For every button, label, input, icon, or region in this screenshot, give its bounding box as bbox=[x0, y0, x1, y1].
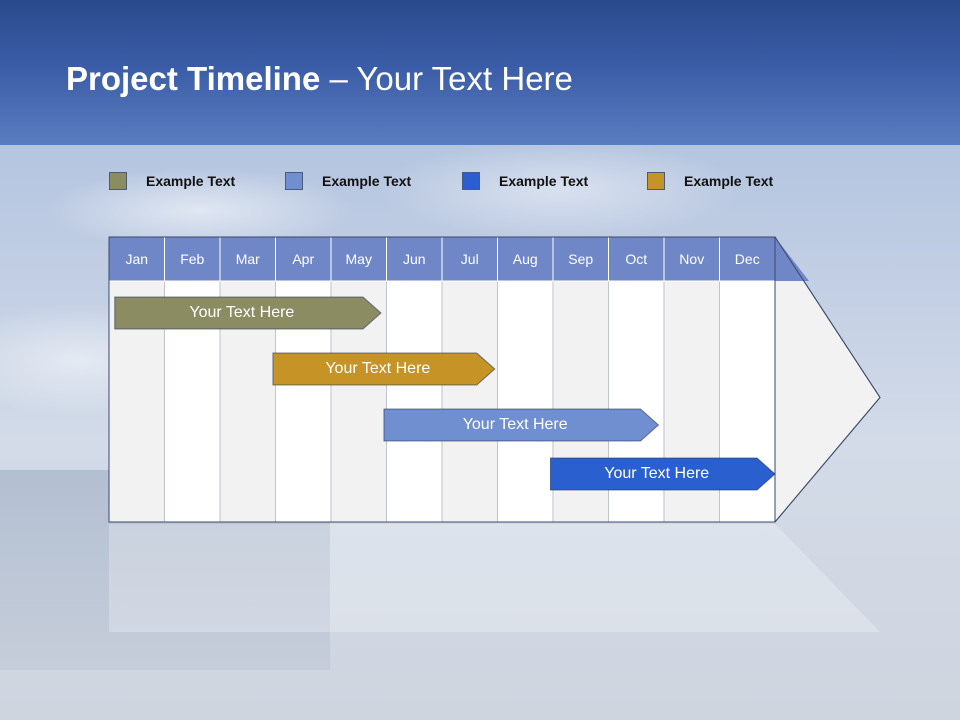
month-header-cell-mar bbox=[219, 236, 276, 282]
month-header-cell-dec bbox=[719, 236, 776, 282]
page-title: Project Timeline – Your Text Here bbox=[66, 60, 573, 98]
timeline-arrow-outline bbox=[774, 236, 881, 523]
legend-label-3: Example Text bbox=[499, 173, 589, 189]
task-bar-label-3: Your Text Here bbox=[462, 416, 568, 433]
legend-item-3: Example Text bbox=[462, 170, 588, 192]
month-label-jul: Jul bbox=[460, 251, 479, 267]
month-label-oct: Oct bbox=[625, 251, 648, 267]
task-bar-4 bbox=[549, 457, 776, 491]
task-bar-label-4: Your Text Here bbox=[604, 465, 710, 482]
legend-item-2: Example Text bbox=[285, 170, 411, 192]
month-label-feb: Feb bbox=[180, 251, 205, 267]
month-label-aug: Aug bbox=[512, 251, 538, 267]
month-column-jun bbox=[386, 280, 443, 523]
legend-item-4: Example Text bbox=[647, 170, 773, 192]
month-label-apr: Apr bbox=[292, 251, 315, 267]
month-label-jan: Jan bbox=[125, 251, 149, 267]
legend-label-2: Example Text bbox=[322, 173, 412, 189]
month-header-cell-jul bbox=[441, 236, 498, 282]
task-bar-3 bbox=[383, 408, 660, 442]
legend-label-1: Example Text bbox=[146, 173, 236, 189]
timeline-frame bbox=[108, 236, 776, 523]
month-header-cell-feb bbox=[164, 236, 221, 282]
legend-label-4: Example Text bbox=[684, 173, 774, 189]
legend-swatch-3 bbox=[462, 172, 480, 190]
legend-swatch-2 bbox=[285, 172, 303, 190]
page-title-rest: – Your Text Here bbox=[320, 60, 573, 97]
month-label-jun: Jun bbox=[402, 251, 426, 267]
task-bar-label-2: Your Text Here bbox=[325, 360, 431, 377]
month-label-nov: Nov bbox=[679, 251, 705, 267]
month-header-cell-nov bbox=[663, 236, 720, 282]
header-strip-tip bbox=[775, 237, 809, 281]
page-title-bold: Project Timeline bbox=[66, 60, 321, 97]
title-banner bbox=[0, 0, 960, 145]
legend-swatch-4 bbox=[647, 172, 665, 190]
month-header-cell-aug bbox=[497, 236, 554, 282]
legend-swatch-1 bbox=[109, 172, 127, 190]
month-label-may: May bbox=[345, 251, 372, 267]
task-bar-1 bbox=[114, 296, 382, 330]
timeline-reflection bbox=[109, 524, 880, 632]
month-label-dec: Dec bbox=[734, 251, 760, 267]
month-column-jul bbox=[441, 280, 498, 523]
legend-item-1: Example Text bbox=[109, 170, 235, 192]
month-header-cell-may bbox=[330, 236, 387, 282]
task-bar-2 bbox=[272, 352, 496, 386]
month-header-cell-jan bbox=[108, 236, 165, 282]
month-column-aug bbox=[497, 280, 554, 523]
month-label-mar: Mar bbox=[235, 251, 260, 267]
month-label-sep: Sep bbox=[568, 251, 594, 267]
task-bar-label-1: Your Text Here bbox=[189, 304, 295, 321]
